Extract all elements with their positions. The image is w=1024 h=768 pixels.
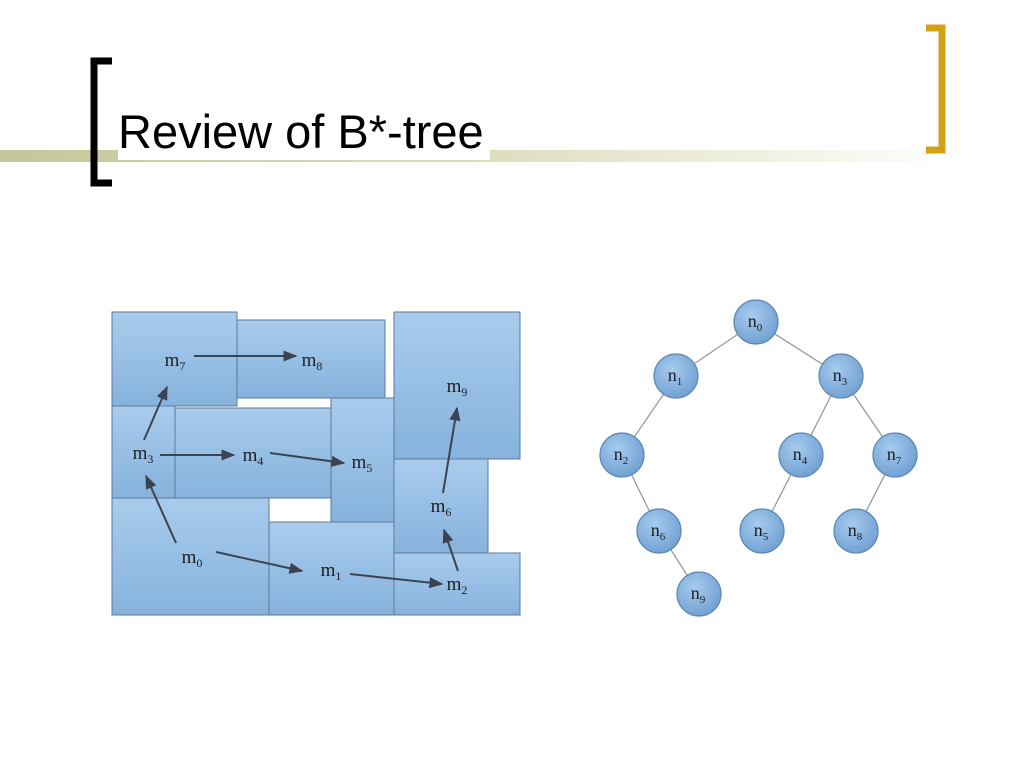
tree-node-label-n2: n2 — [614, 444, 629, 467]
tree-node-circle — [778, 432, 824, 478]
tree-node-n6: n6 — [636, 508, 682, 554]
module-block-m8 — [236, 319, 386, 399]
module-label-m2: m2 — [447, 574, 468, 597]
tree-node-n4: n4 — [778, 432, 824, 478]
module-label-m5: m5 — [352, 452, 373, 475]
tree-node-label-n8: n8 — [848, 520, 863, 543]
module-label-m7: m7 — [165, 350, 186, 373]
tree-node-circle — [733, 299, 779, 345]
module-label-m3: m3 — [133, 443, 154, 466]
tree-node-label-n4: n4 — [793, 444, 808, 467]
tree-node-label-n1: n1 — [668, 365, 683, 388]
arrow-m4-to-m5 — [269, 452, 346, 467]
page-title: Review of B*-tree — [118, 104, 490, 160]
tree-node-n2: n2 — [599, 432, 645, 478]
module-block-m6 — [393, 458, 489, 554]
tree-node-circle — [872, 432, 918, 478]
tree-node-label-n0: n0 — [748, 311, 763, 334]
module-label-m4: m4 — [243, 445, 264, 468]
tree-node-n7: n7 — [872, 432, 918, 478]
module-block-m0 — [111, 497, 270, 616]
module-label-m0: m0 — [182, 547, 203, 570]
tree-node-n9: n9 — [676, 571, 722, 617]
module-label-m8: m8 — [302, 350, 323, 373]
tree-node-circle — [739, 508, 785, 554]
tree-node-circle — [676, 571, 722, 617]
arrow-m6-to-m9 — [442, 406, 461, 494]
arrow-m0-to-m1 — [215, 551, 304, 574]
arrow-m2-to-m6 — [442, 528, 459, 572]
tree-node-n0: n0 — [733, 299, 779, 345]
tree-node-n5: n5 — [739, 508, 785, 554]
right-bracket-icon — [926, 24, 946, 154]
tree-node-label-n9: n9 — [691, 583, 706, 606]
tree-node-circle — [833, 508, 879, 554]
module-label-m1: m1 — [321, 560, 342, 583]
tree-node-circle — [636, 508, 682, 554]
tree-node-label-n6: n6 — [651, 520, 666, 543]
tree-node-circle — [818, 353, 864, 399]
tree-node-circle — [653, 353, 699, 399]
module-label-m9: m9 — [447, 376, 468, 399]
tree-node-label-n7: n7 — [887, 444, 902, 467]
tree-node-n1: n1 — [653, 353, 699, 399]
arrow-m3-to-m7 — [143, 385, 168, 441]
arrow-m1-to-m2 — [349, 573, 444, 589]
module-label-m6: m6 — [431, 496, 452, 519]
tree-node-circle — [599, 432, 645, 478]
tree-node-n3: n3 — [818, 353, 864, 399]
tree-node-n8: n8 — [833, 508, 879, 554]
module-block-m2 — [393, 552, 521, 616]
tree-node-label-n5: n5 — [754, 520, 769, 543]
tree-node-label-n3: n3 — [833, 365, 848, 388]
arrow-m0-to-m3 — [145, 474, 177, 544]
left-bracket-icon — [90, 57, 112, 187]
module-block-m4 — [174, 407, 333, 499]
module-block-m9 — [393, 311, 521, 460]
